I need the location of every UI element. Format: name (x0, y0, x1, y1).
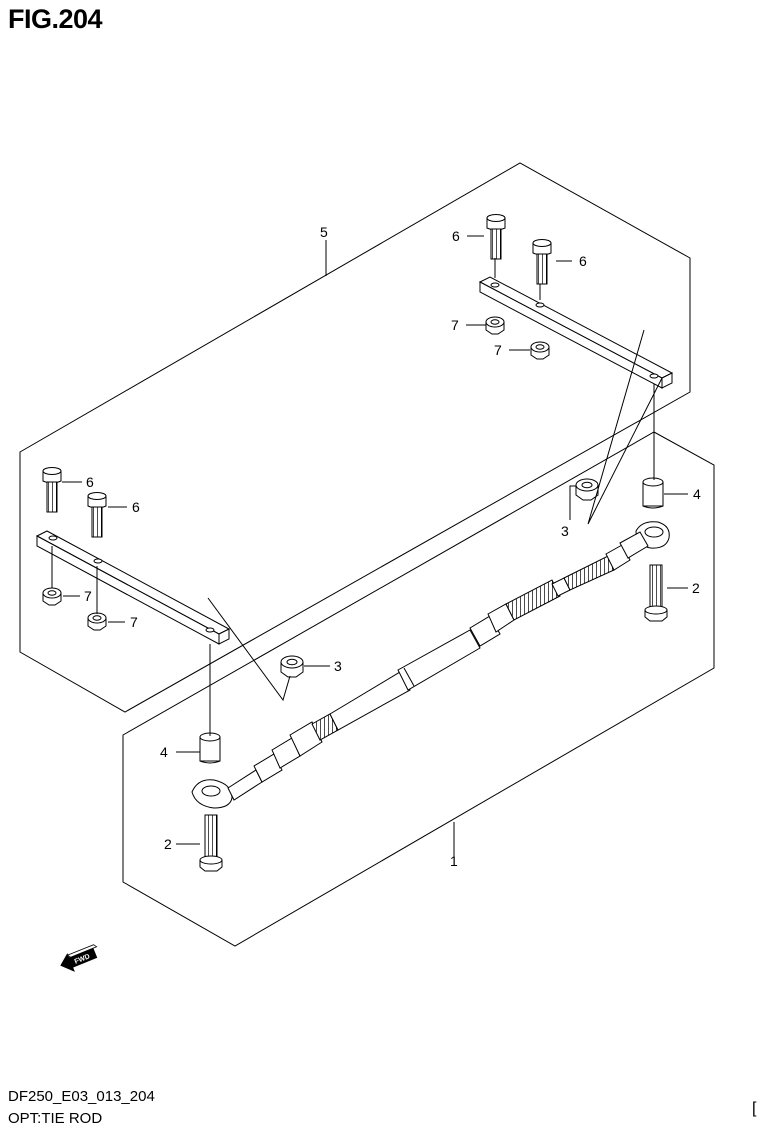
bolt-6-icon (87, 492, 107, 538)
bracket-plate-left (35, 530, 231, 645)
callout-1: 1 (450, 853, 458, 869)
tie-rod-assembly (191, 521, 670, 809)
collar-4-icon (199, 732, 221, 764)
callout-7: 7 (451, 317, 459, 333)
bolt-6-icon (532, 239, 552, 285)
nut-3-icon (280, 655, 304, 678)
drawing-name: OPT:TIE ROD (8, 1110, 103, 1127)
callout-6: 6 (452, 228, 460, 244)
callout-4: 4 (693, 486, 701, 502)
nut-7-icon (87, 612, 107, 631)
corner-mark: [ (752, 1100, 757, 1117)
callout-3: 3 (334, 658, 342, 674)
callout-6: 6 (132, 499, 140, 515)
bracket-plate-right (478, 276, 674, 389)
callout-7: 7 (494, 342, 502, 358)
bolt-6-icon (486, 214, 506, 260)
drawing-code: DF250_E03_013_204 (8, 1088, 155, 1105)
bolt-2-icon (199, 814, 223, 872)
callout-3: 3 (561, 523, 569, 539)
callout-6: 6 (579, 253, 587, 269)
callout-5: 5 (320, 224, 328, 240)
nut-7-icon (485, 316, 505, 335)
bolt-6-icon (42, 467, 62, 513)
kit-5-outline (19, 162, 691, 713)
nut-7-icon (42, 587, 62, 606)
fwd-arrow-icon: FWD (60, 944, 98, 972)
callout-7: 7 (84, 588, 92, 604)
nut-7-icon (530, 341, 550, 360)
callout-6: 6 (86, 474, 94, 490)
figure-title: FIG.204 (8, 4, 103, 34)
callout-2: 2 (164, 836, 172, 852)
leader-lines (51, 235, 688, 858)
callout-4: 4 (160, 744, 168, 760)
bolt-2-icon (644, 564, 668, 622)
nut-3-icon (575, 478, 599, 501)
callout-7: 7 (130, 614, 138, 630)
collar-4-icon (642, 477, 664, 509)
callout-2: 2 (692, 580, 700, 596)
